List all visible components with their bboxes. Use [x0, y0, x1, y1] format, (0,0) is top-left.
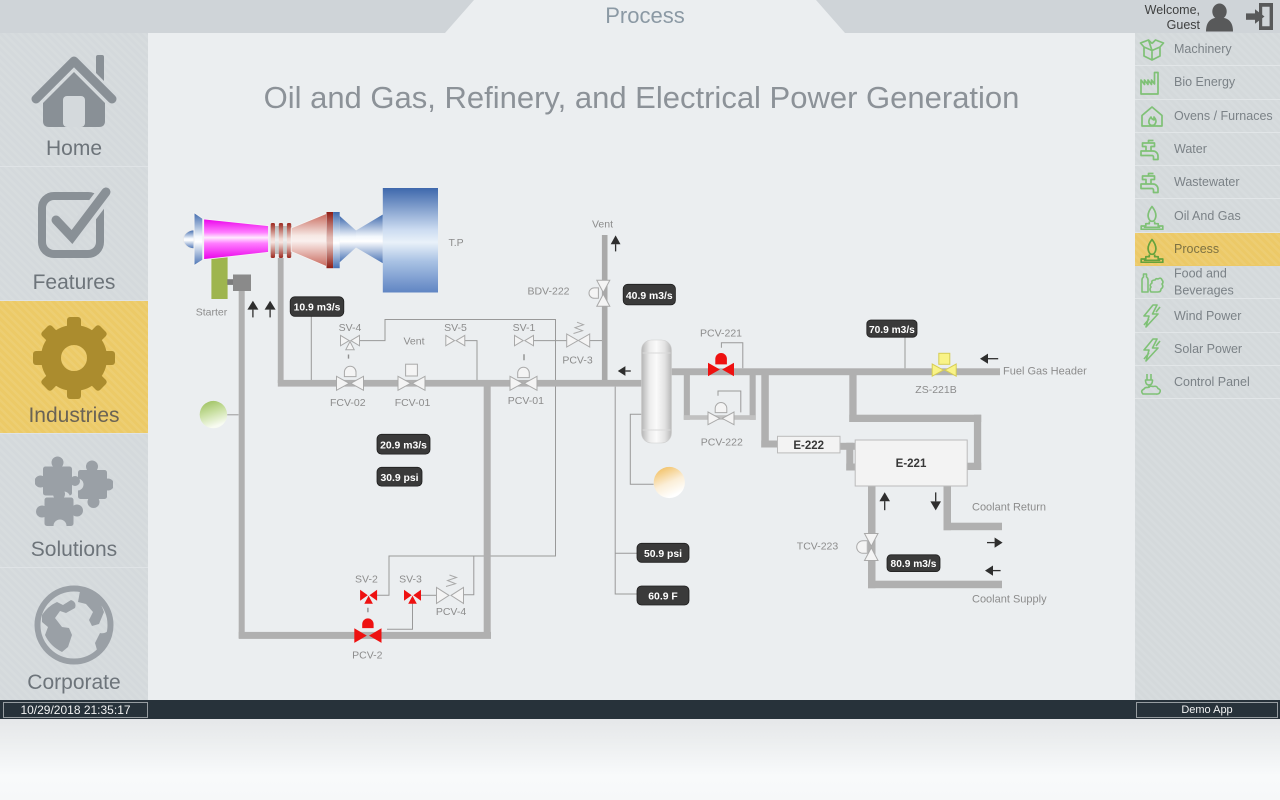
svg-text:PCV-221: PCV-221: [700, 328, 742, 340]
svg-text:SV-4: SV-4: [339, 322, 362, 334]
svg-text:30.9 psi: 30.9 psi: [380, 473, 418, 484]
svg-text:60.9 F: 60.9 F: [648, 592, 677, 603]
svg-text:SV-2: SV-2: [355, 573, 378, 585]
svg-text:Coolant Supply: Coolant Supply: [972, 594, 1047, 606]
svg-text:50.9 psi: 50.9 psi: [644, 549, 682, 560]
svg-text:SV-5: SV-5: [444, 322, 467, 334]
svg-text:ZS-221B: ZS-221B: [915, 384, 956, 396]
svg-text:FCV-02: FCV-02: [330, 397, 366, 409]
svg-text:80.9 m3/s: 80.9 m3/s: [891, 559, 937, 570]
svg-text:Vent: Vent: [403, 336, 424, 348]
svg-text:70.9 m3/s: 70.9 m3/s: [869, 325, 915, 336]
svg-text:FCV-01: FCV-01: [395, 397, 431, 409]
svg-text:E-222: E-222: [793, 440, 824, 452]
svg-text:PCV-4: PCV-4: [436, 606, 467, 618]
svg-text:PCV-2: PCV-2: [352, 650, 383, 662]
svg-text:TCV-223: TCV-223: [797, 541, 839, 553]
svg-text:T.P: T.P: [449, 237, 464, 249]
svg-text:Starter: Starter: [196, 307, 228, 319]
svg-text:PCV-3: PCV-3: [562, 355, 593, 367]
svg-text:BDV-222: BDV-222: [527, 286, 569, 298]
svg-text:PCV-01: PCV-01: [508, 395, 544, 407]
svg-text:SV-1: SV-1: [513, 322, 536, 334]
svg-text:PCV-222: PCV-222: [701, 437, 743, 449]
svg-text:40.9 m3/s: 40.9 m3/s: [626, 291, 673, 302]
svg-text:Coolant Return: Coolant Return: [972, 502, 1046, 514]
svg-text:20.9 m3/s: 20.9 m3/s: [380, 440, 427, 451]
svg-text:10.9 m3/s: 10.9 m3/s: [294, 303, 341, 314]
svg-text:SV-3: SV-3: [399, 573, 422, 585]
svg-text:Vent: Vent: [592, 219, 613, 231]
svg-text:Fuel Gas Header: Fuel Gas Header: [1003, 366, 1087, 378]
svg-text:E-221: E-221: [896, 458, 927, 470]
